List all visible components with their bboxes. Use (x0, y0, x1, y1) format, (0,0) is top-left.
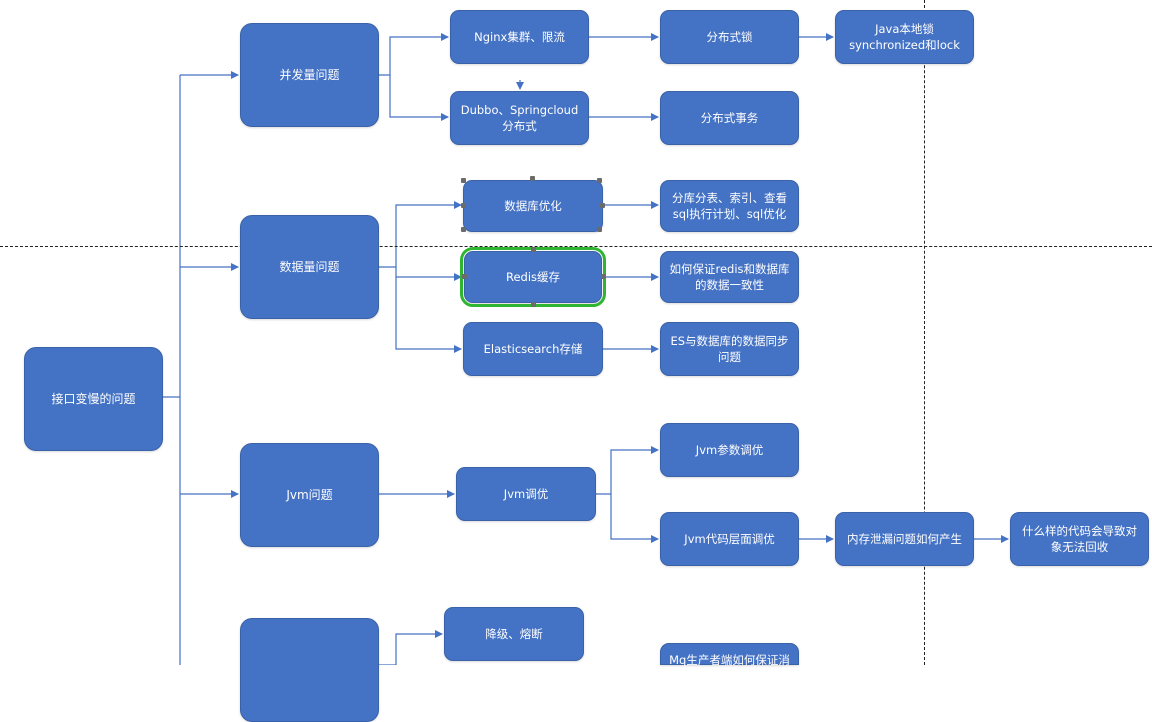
node-label: Jvm问题 (286, 488, 333, 502)
node-redis[interactable]: Redis缓存 (460, 247, 606, 307)
node-label: Mq生产者端如何保证消 (669, 653, 790, 667)
guide-line-vertical (924, 0, 925, 665)
node-label: Java本地锁synchronized和lock (849, 22, 960, 52)
selection-handle[interactable] (600, 203, 605, 208)
connector-datavol-es (395, 277, 462, 353)
connector-tuning-split (596, 446, 659, 495)
node-java-lock[interactable]: Java本地锁synchronized和lock (835, 10, 974, 64)
node-jvm-code[interactable]: Jvm代码层面调优 (660, 512, 799, 566)
selection-handle[interactable] (597, 178, 602, 183)
selection-handle[interactable] (597, 227, 602, 232)
node-mq[interactable]: Mq生产者端如何保证消 (660, 643, 799, 667)
node-redis-detail[interactable]: 如何保证redis和数据库的数据一致性 (660, 251, 799, 303)
connector-concurrency-dubbo (389, 75, 449, 121)
node-concurrency[interactable]: 并发量问题 (240, 23, 379, 127)
node-label: 并发量问题 (279, 68, 340, 82)
connector-datavol-redis (395, 267, 462, 281)
node-db-opt[interactable]: 数据库优化 (463, 180, 603, 232)
node-label: 降级、熔断 (485, 627, 543, 641)
node-label: Jvm参数调优 (695, 443, 764, 457)
selection-handle[interactable] (461, 178, 466, 183)
node-label: Jvm代码层面调优 (684, 532, 775, 546)
node-label: 数据量问题 (279, 260, 340, 274)
selection-handle[interactable] (462, 274, 467, 279)
node-label: Dubbo、Springcloud分布式 (460, 103, 579, 133)
node-label: 什么样的代码会导致对象无法回收 (1022, 524, 1137, 554)
node-nginx[interactable]: Nginx集群、限流 (450, 10, 589, 64)
connector-bottom-split (379, 630, 443, 665)
node-label: 内存泄漏问题如何产生 (847, 532, 962, 546)
node-dubbo[interactable]: Dubbo、Springcloud分布式 (450, 91, 589, 145)
node-label: Jvm调优 (503, 487, 549, 501)
node-partial-bottom[interactable] (240, 618, 379, 722)
node-label: 如何保证redis和数据库的数据一致性 (669, 262, 790, 292)
node-label: Nginx集群、限流 (474, 30, 565, 44)
selection-handle[interactable] (531, 247, 536, 252)
selection-handle[interactable] (530, 176, 535, 181)
selection-handle[interactable] (461, 227, 466, 232)
node-data-volume[interactable]: 数据量问题 (240, 215, 379, 319)
node-dist-lock[interactable]: 分布式锁 (660, 10, 799, 64)
selection-handle[interactable] (461, 203, 466, 208)
selection-handle[interactable] (601, 274, 606, 279)
node-jvm[interactable]: Jvm问题 (240, 443, 379, 547)
node-mem-leak[interactable]: 内存泄漏问题如何产生 (835, 512, 974, 566)
connector-layer (163, 33, 1009, 665)
node-jvm-params[interactable]: Jvm参数调优 (660, 423, 799, 477)
node-label: 数据库优化 (504, 199, 562, 213)
node-es[interactable]: Elasticsearch存储 (463, 322, 603, 376)
node-label: 接口变慢的问题 (51, 392, 136, 406)
node-degrade[interactable]: 降级、熔断 (444, 607, 584, 661)
node-label: 分库分表、索引、查看sql执行计划、sql优化 (672, 191, 787, 221)
connector-datavol-split (379, 201, 462, 268)
node-es-detail[interactable]: ES与数据库的数据同步问题 (660, 322, 799, 376)
guide-line-horizontal (0, 246, 1152, 247)
node-label: 分布式锁 (706, 30, 753, 44)
node-db-opt-detail[interactable]: 分库分表、索引、查看sql执行计划、sql优化 (660, 180, 799, 232)
node-label: ES与数据库的数据同步问题 (670, 334, 789, 364)
node-label: 分布式事务 (700, 111, 759, 125)
node-root[interactable]: 接口变慢的问题 (24, 347, 163, 451)
connector-tuning-code (610, 494, 659, 543)
node-label: Elasticsearch存储 (483, 342, 583, 356)
node-jvm-tuning[interactable]: Jvm调优 (456, 467, 596, 521)
node-dist-tx[interactable]: 分布式事务 (660, 91, 799, 145)
node-gc-fail[interactable]: 什么样的代码会导致对象无法回收 (1010, 512, 1149, 566)
connector-concurrency-split (379, 33, 449, 76)
selection-handle[interactable] (531, 302, 536, 307)
node-label: Redis缓存 (505, 270, 561, 284)
